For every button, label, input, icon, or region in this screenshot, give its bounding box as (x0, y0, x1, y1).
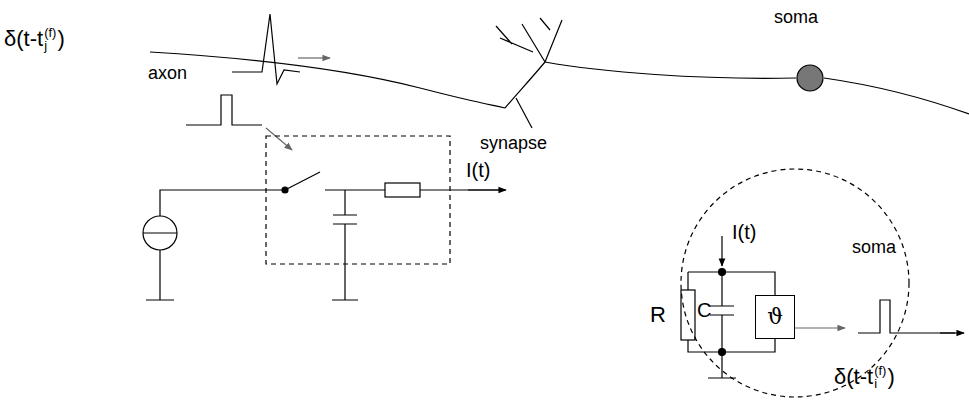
action-potential (232, 14, 300, 84)
formula-subscript: j (44, 39, 47, 52)
soma-axon (824, 78, 969, 114)
soma-cell: soma (796, 64, 824, 92)
soma-circuit-outline (681, 169, 909, 397)
pulse-arrow (266, 128, 292, 150)
component-label: R (650, 304, 666, 326)
formula-superscript: (f) (44, 26, 56, 39)
formula-text: ) (887, 366, 894, 388)
spike-train-formula: δ(t-t(f)i) (834, 364, 895, 390)
synapse-leader (516, 98, 532, 128)
node-label: ϑ (767, 306, 783, 328)
resistor-symbol (385, 183, 420, 197)
ground (146, 250, 174, 300)
current-arrow (468, 189, 506, 190)
dendrite (545, 62, 796, 78)
soma-cell-outline (797, 65, 823, 91)
capacitor-symbol (332, 190, 358, 300)
current-arrow (721, 236, 722, 266)
axon-line (150, 52, 505, 108)
formula-text: δ(t-t (834, 366, 873, 388)
spike-train-formula: δ(t-t(f)j) (4, 26, 65, 52)
formula-superscript: (f) (874, 364, 886, 377)
current-source (143, 216, 177, 250)
dendrite-branches (496, 18, 562, 62)
signal-label: I(t) (732, 222, 756, 242)
synapse-box (266, 136, 450, 264)
junction-dot (719, 269, 726, 276)
output-arrow (795, 327, 845, 328)
wire (160, 190, 285, 216)
current-source (143, 232, 177, 233)
formula-subscript: i (874, 377, 877, 390)
formula-text: ) (57, 28, 64, 50)
threshold-box: ϑ (755, 295, 795, 339)
formula-index: (f)j (44, 26, 56, 52)
output-arrow (940, 332, 964, 333)
formula-index: (f)i (874, 364, 886, 390)
part-label: synapse (480, 134, 547, 152)
signal-label: I(t) (466, 160, 490, 180)
component-label: C (697, 300, 711, 320)
junction-dot (719, 349, 726, 356)
node-label: soma (774, 8, 818, 26)
part-label: axon (148, 64, 187, 82)
node-label: soma (852, 238, 896, 256)
dendrite (505, 62, 545, 108)
switch-arm (285, 172, 320, 190)
direction-arrow (298, 57, 330, 58)
formula-text: δ(t-t (4, 28, 43, 50)
soma-cell-outline (796, 64, 824, 92)
input-pulse (186, 95, 262, 125)
wire (325, 189, 505, 190)
